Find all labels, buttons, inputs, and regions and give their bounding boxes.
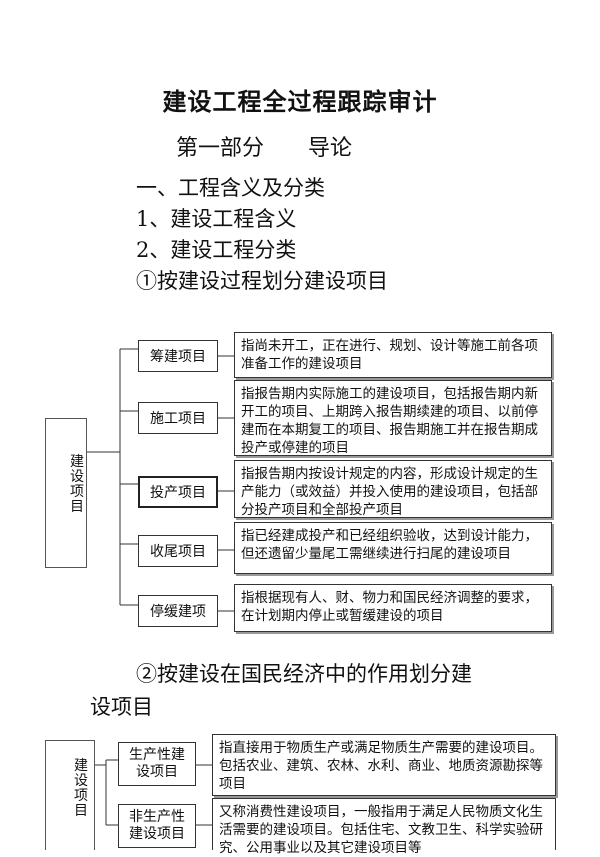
outline-heading-1: 一、工程含义及分类 — [136, 176, 325, 200]
diagram2-description-2: 又称消费性建设项目，一般指用于满足人民物质文化生活需要的建设项目。包括住宅、文教… — [212, 798, 556, 856]
diagram2-category-2: 非生产性建设项目 — [118, 804, 196, 848]
diagram1-description-1: 指尚未开工，正在进行、规划、设计等施工前各项准备工作的建设项目 — [234, 332, 552, 378]
diagram2-root-label: 建设项目 — [74, 758, 88, 819]
section2-heading-line2: 设项目 — [90, 695, 153, 719]
diagram1-category-3: 投产项目 — [138, 476, 218, 508]
section2-heading-line1: ②按建设在国民经济中的作用划分建 — [136, 662, 472, 686]
diagram1-description-3: 指报告期内按设计规定的内容，形成设计规定的生产能力（或效益）并投入使用的建设项目… — [234, 460, 552, 518]
diagram1-description-5: 指根据现有人、财、物力和国民经济调整的要求，在计划期内停止或暂缓建设的项目 — [234, 584, 552, 632]
diagram2-description-1: 指直接用于物质生产或满足物质生产需要的建设项目。包括农业、建筑、农林、水利、商业… — [212, 734, 556, 796]
diagram1-description-4: 指已经建成投产和已经组织验收，达到设计能力，但还遗留少量尾工需继续进行扫尾的建设… — [234, 522, 552, 574]
outline-heading-4: ①按建设过程划分建设项目 — [136, 269, 388, 293]
outline-heading-3: 2、建设工程分类 — [136, 238, 297, 262]
diagram1-root-label: 建设项目 — [70, 454, 84, 515]
document-title: 建设工程全过程跟踪审计 — [162, 88, 438, 116]
diagram2-category-1: 生产性建设项目 — [118, 742, 196, 786]
outline-heading-2: 1、建设工程含义 — [136, 207, 297, 231]
diagram1-category-4: 收尾项目 — [138, 535, 218, 567]
diagram2-root-box: 建设项目 — [45, 740, 95, 850]
diagram1-category-5: 停缓建项 — [138, 595, 218, 627]
part-heading: 第一部分 导论 — [176, 136, 353, 161]
diagram1-category-2: 施工项目 — [138, 402, 218, 434]
diagram1-category-1: 筹建项目 — [138, 340, 218, 372]
diagram1-description-2: 指报告期内实际施工的建设项目，包括报告期内新开工的项目、上期跨入报告期续建的项目… — [234, 380, 552, 456]
diagram1-root-box: 建设项目 — [45, 418, 87, 568]
